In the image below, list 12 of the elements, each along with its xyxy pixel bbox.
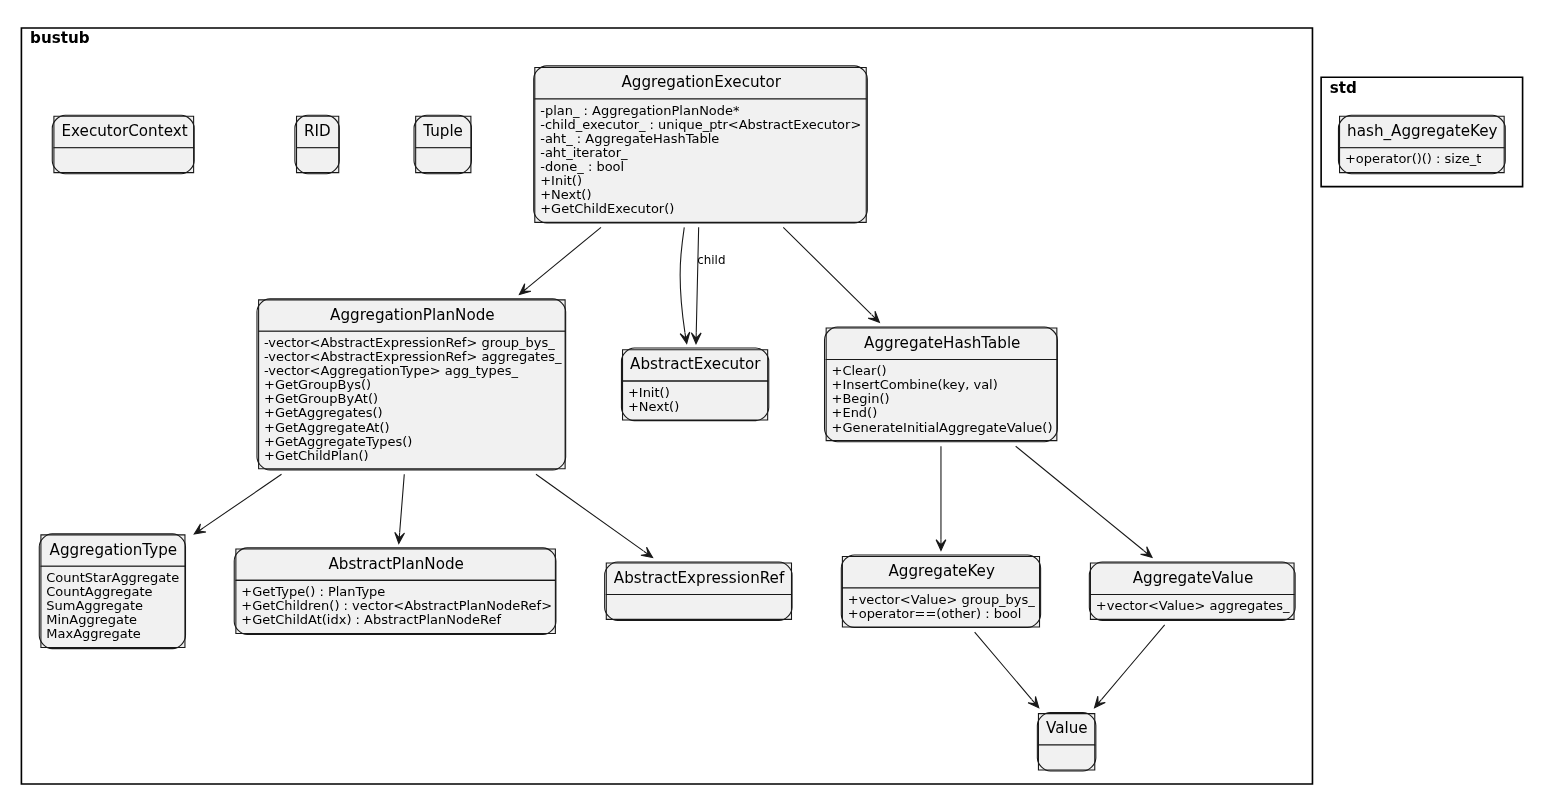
- edge-label: child: [697, 252, 726, 267]
- arrow: [679, 226, 691, 345]
- arrow: [974, 631, 1040, 709]
- arrow: [1094, 624, 1166, 709]
- arrow: [1015, 445, 1153, 558]
- arrow: [535, 473, 654, 558]
- arrow: [782, 226, 880, 323]
- arrow: [690, 226, 702, 345]
- arrow: [193, 473, 283, 535]
- arrow: [394, 473, 406, 545]
- arrow: [518, 226, 602, 295]
- arrow: [935, 445, 947, 552]
